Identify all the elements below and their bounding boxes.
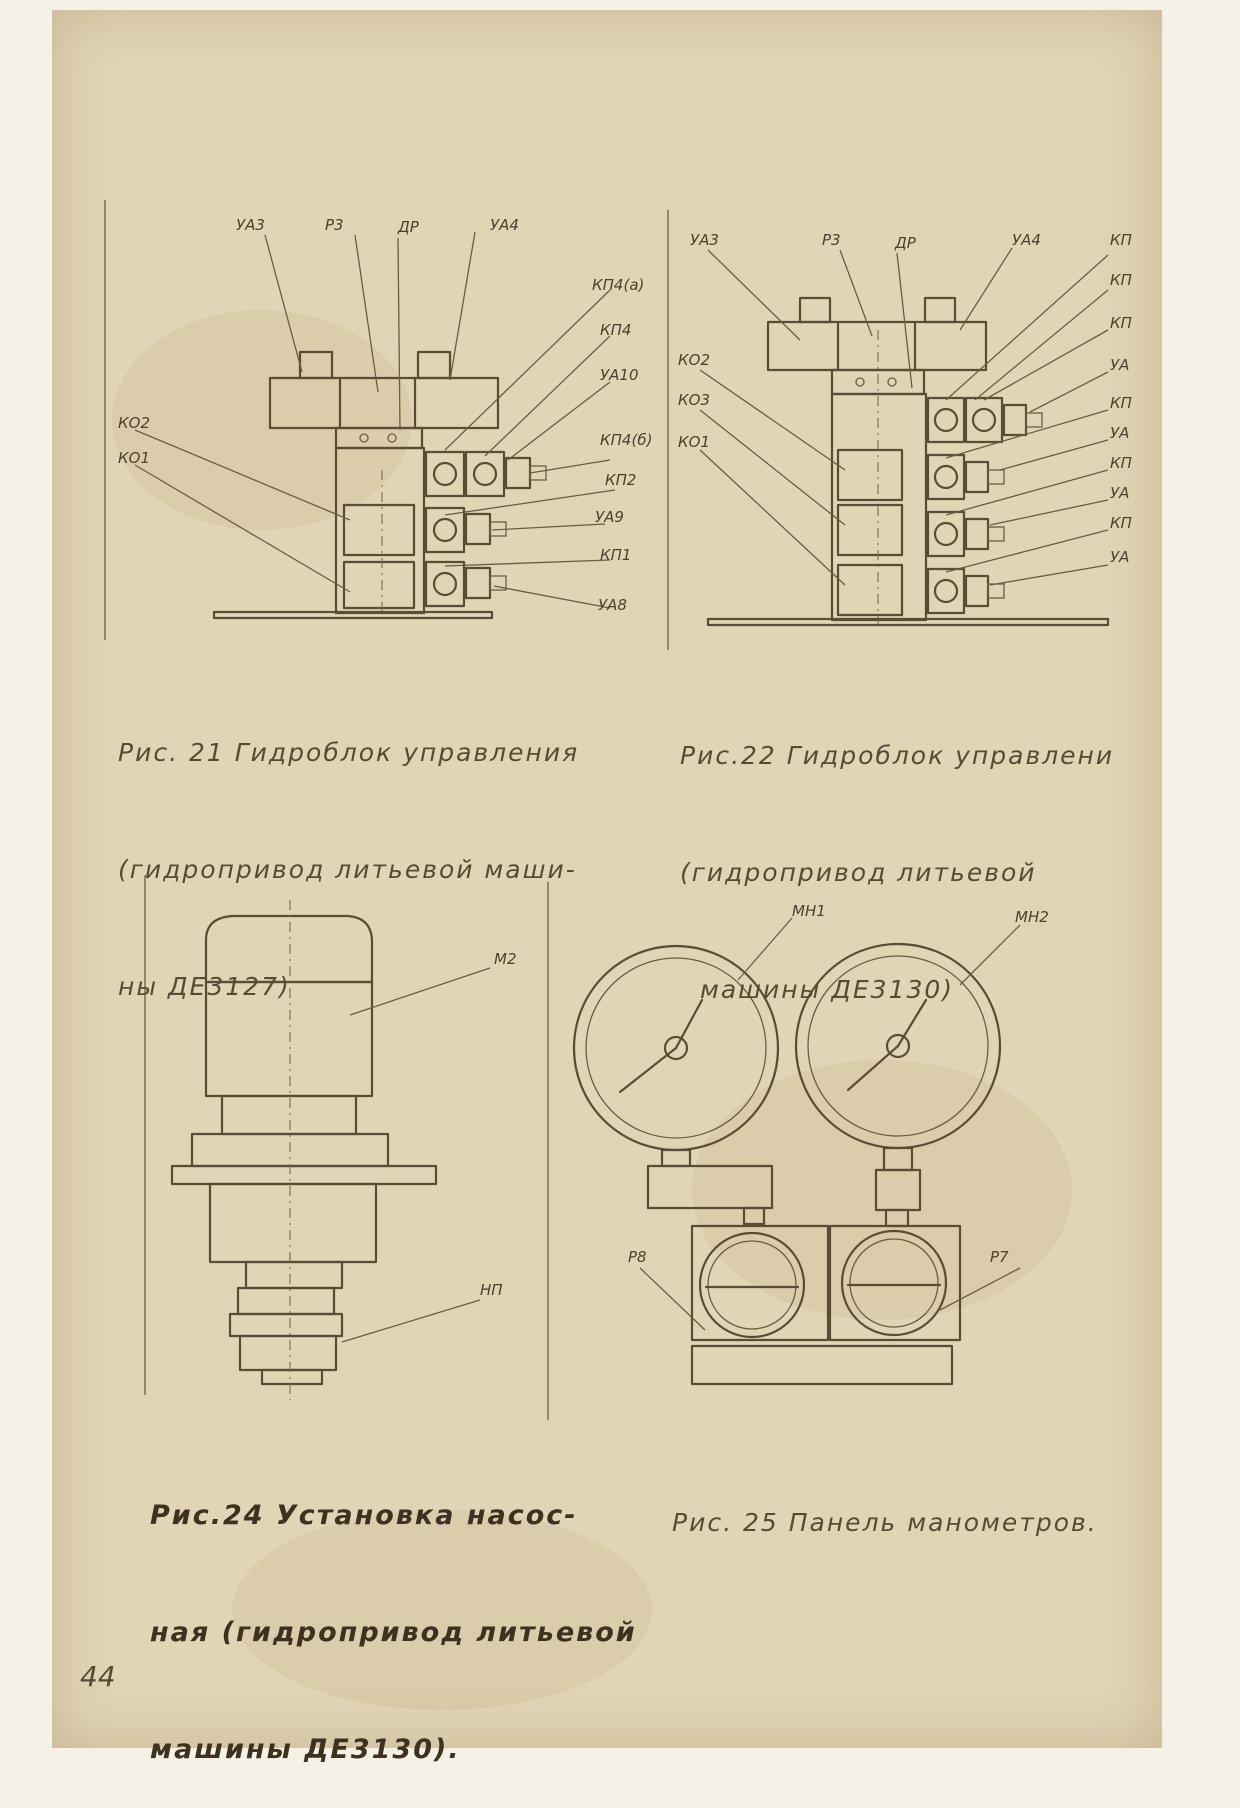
fig21-label-kp4: КП4 (600, 321, 631, 339)
fig22-label-right-10: УА (1110, 548, 1129, 566)
fig24-caption-line-1: Рис.24 Установка насос- (150, 1500, 578, 1531)
figure-21-drawing: УА3 Р3 ДР УА4 КП4(а) КП4 УА10 КП4(б) КП2… (104, 200, 1132, 1420)
fig21-valves (424, 450, 547, 608)
fig21-caption-line-2: (гидропривод литьевой маши- (118, 855, 577, 884)
document-page (52, 10, 1162, 1748)
fig22-leaders (699, 247, 1109, 586)
fig24-label-np: НП (480, 1281, 503, 1299)
fig22-label-right-2: КП (1110, 271, 1132, 289)
fig21-label-ko2: КО2 (118, 414, 150, 432)
fig24-caption: Рис.24 Установка насос- ная (гидропривод… (150, 1418, 637, 1808)
fig21-labels: УА3 Р3 ДР УА4 КП4(а) КП4 УА10 КП4(б) КП2… (118, 216, 652, 614)
fig22-label-ko2: КО2 (678, 351, 710, 369)
fig21-label-kp4a: КП4(а) (592, 276, 644, 294)
fig21-label-dr: ДР (397, 218, 420, 236)
fig25-label-r7: Р7 (990, 1248, 1009, 1266)
fig21-caption: Рис. 21 Гидроблок управления (гидроприво… (118, 655, 579, 1045)
fig22-caption-line-2: (гидропривод литьевой (680, 858, 1037, 887)
fig22-label-right-1: КП (1110, 231, 1132, 249)
fig25-labels: МН1 МН2 Р8 Р7 (628, 902, 1049, 1266)
fig21-label-ya9: УА9 (595, 508, 624, 526)
fig22-label-ya3: УА3 (690, 231, 719, 249)
fig22-label-r3: Р3 (822, 231, 841, 249)
fig22-label-ya4: УА4 (1012, 231, 1041, 249)
fig25-leaders (639, 917, 1021, 1331)
page-number: 44 (80, 1660, 116, 1693)
fig21-frame (104, 200, 669, 650)
fig21-body (212, 446, 494, 620)
fig21-label-r3: Р3 (325, 216, 344, 234)
fig22-label-right-4: УА (1110, 356, 1129, 374)
fig25-caption: Рис. 25 Панель манометров. (672, 1425, 1098, 1581)
fig21-label-ko1: КО1 (118, 449, 150, 467)
fig21-block-top (268, 350, 500, 450)
fig22-caption-line-3: машины ДЕ3130) (700, 975, 955, 1004)
fig25-small-gauges (690, 1224, 962, 1386)
paper-stain (232, 1510, 652, 1710)
fig25-caption-line-1: Рис. 25 Панель манометров. (672, 1508, 1098, 1537)
fig22-label-ko3: КО3 (678, 391, 710, 409)
fig24-labels: М2 НП (480, 950, 517, 1299)
fig21-leaders (134, 231, 616, 609)
fig22-label-right-8: УА (1110, 484, 1129, 502)
fig22-label-right-9: КП (1110, 514, 1132, 532)
fig25-label-mn2: МН2 (1015, 908, 1049, 926)
fig21-label-ya8: УА8 (598, 596, 627, 614)
fig24-caption-line-3: машины ДЕ3130). (150, 1734, 461, 1765)
paper-stain (692, 1060, 1072, 1320)
fig24-label-m2: М2 (494, 950, 517, 968)
fig22-label-right-3: КП (1110, 314, 1132, 332)
fig24-motor (170, 900, 438, 1400)
fig21-label-ya10: УА10 (600, 366, 639, 384)
fig22-body (706, 330, 1110, 628)
fig22-labels: УА3 Р3 ДР УА4 КО2 КО3 КО1 КП КП КП УА КП… (678, 231, 1132, 566)
fig21-caption-line-1: Рис. 21 Гидроблок управления (118, 738, 580, 767)
fig22-valves (926, 396, 1043, 615)
fig22-block-top (766, 296, 988, 396)
fig25-label-mn1: МН1 (792, 902, 826, 920)
fig25-label-r8: Р8 (628, 1248, 647, 1266)
fig22-label-right-6: УА (1110, 424, 1129, 442)
fig22-label-dr: ДР (894, 234, 917, 252)
fig22-caption: Рис.22 Гидроблок управлени (гидропривод … (680, 658, 1114, 1048)
fig22-caption-line-1: Рис.22 Гидроблок управлени (680, 741, 1115, 770)
fig24-leaders (341, 967, 491, 1343)
fig21-label-ya4: УА4 (490, 216, 519, 234)
fig21-label-kp1: КП1 (600, 546, 631, 564)
fig21-label-kp2: КП2 (605, 471, 636, 489)
fig24-caption-line-2: ная (гидропривод литьевой (150, 1617, 637, 1648)
fig22-label-ko1: КО1 (678, 433, 710, 451)
fig21-label-ya3: УА3 (236, 216, 265, 234)
paper-stain (112, 310, 412, 530)
fig22-label-right-5: КП (1110, 394, 1132, 412)
fig25-fittings (646, 1146, 922, 1228)
fig21-caption-line-3: ны ДЕ3127) (118, 972, 291, 1001)
fig21-label-kp4b: КП4(б) (600, 431, 652, 449)
fig24-frame (144, 875, 549, 1420)
fig22-label-right-7: КП (1110, 454, 1132, 472)
